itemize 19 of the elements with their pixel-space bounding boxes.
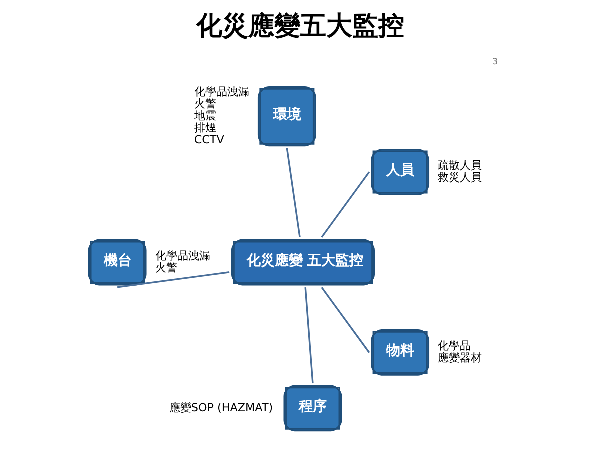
node-label: 火警 (194, 97, 216, 110)
node-label: 化學品洩漏 (155, 249, 210, 262)
node-label: 救災人員 (438, 171, 482, 184)
node-label: 化學品 (438, 340, 472, 353)
node-label: 化學品洩漏 (194, 85, 250, 98)
node-label: 排煙 (194, 122, 216, 134)
connector (304, 288, 314, 384)
node-label: 應變SOP (HAZMAT) (169, 401, 274, 414)
connector (286, 148, 301, 238)
diagram-title: 化災應變五大監控 (196, 12, 404, 42)
node-label: CCTV (194, 134, 224, 147)
node-label: 疏散人員 (438, 159, 482, 172)
connector (321, 172, 370, 238)
node-label: 火警 (155, 261, 178, 274)
connector (321, 287, 370, 354)
label: 3 (492, 57, 498, 68)
node-label: 地震 (194, 109, 216, 122)
node-label: 應變器材 (438, 352, 482, 365)
connector (117, 272, 230, 288)
